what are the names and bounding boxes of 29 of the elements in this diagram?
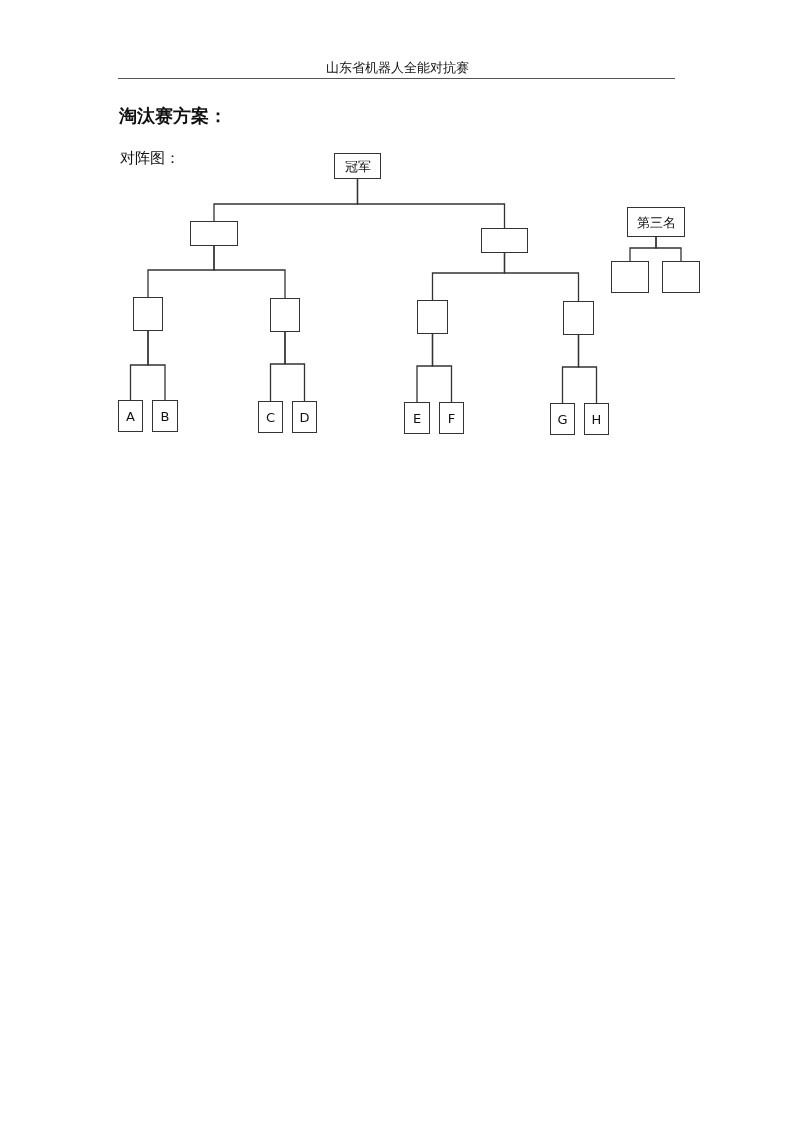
page-header: 山东省机器人全能对抗赛 — [325, 62, 469, 75]
team-box: E — [404, 402, 430, 434]
connector-line — [655, 236, 682, 262]
connector-line — [147, 330, 166, 401]
empty-box — [133, 297, 163, 331]
connector-line — [356, 178, 506, 229]
team-box: B — [152, 400, 178, 432]
connector-line — [213, 245, 286, 299]
team-box: C — [258, 401, 283, 433]
empty-box — [563, 301, 594, 335]
section-label: 对阵图： — [120, 151, 180, 166]
empty-box — [481, 228, 528, 253]
empty-box — [270, 298, 300, 332]
team-box: H — [584, 403, 609, 435]
team-box: G — [550, 403, 575, 435]
connector-line — [431, 333, 453, 403]
empty-box — [417, 300, 448, 334]
champion-box: 冠军 — [334, 153, 381, 179]
empty-box — [662, 261, 700, 293]
team-box: D — [292, 401, 317, 433]
empty-box — [611, 261, 649, 293]
heading: 淘汰赛方案： — [119, 108, 227, 126]
connector-line — [503, 252, 580, 302]
connector-line — [284, 331, 306, 402]
connector-line — [577, 334, 598, 404]
team-box: A — [118, 400, 143, 432]
empty-box — [190, 221, 238, 246]
team-box: F — [439, 402, 464, 434]
third-place-box: 第三名 — [627, 207, 685, 237]
